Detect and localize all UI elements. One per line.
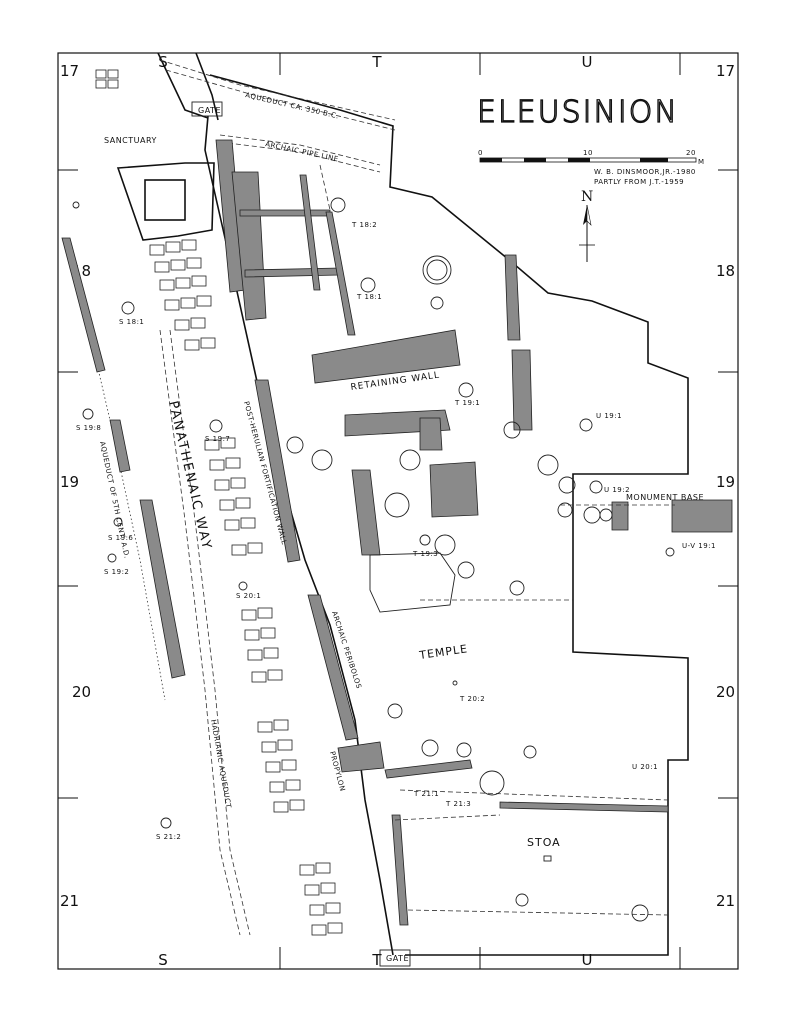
scale-tick-10: 10 xyxy=(583,149,593,157)
western-site-line xyxy=(319,164,331,211)
grid-left-19: 19 xyxy=(60,473,79,491)
marker-t19-3: T 19:3 xyxy=(412,550,438,558)
stoa-south-line xyxy=(407,909,669,916)
scale-bar: 0 10 20 M xyxy=(478,149,705,166)
marker-t19-1: T 19:1 xyxy=(454,399,480,407)
temple-outline xyxy=(369,552,456,613)
propylon-line xyxy=(394,814,501,821)
stoa-north-line xyxy=(399,789,669,801)
map-frame xyxy=(57,52,739,970)
hadrianic-aqueduct-line xyxy=(159,329,241,936)
label-sanctuary: SANCTUARY xyxy=(104,136,157,145)
scale-unit: M xyxy=(698,158,705,166)
hadrianic-aqueduct-line-2 xyxy=(169,329,251,936)
marker-u19-2: U 19:2 xyxy=(604,486,630,494)
marker-t18-1: T 18:1 xyxy=(356,293,382,301)
marker-s19-8: S 19:8 xyxy=(76,424,101,432)
grid-right-19: 19 xyxy=(716,473,735,491)
label-panathenaic-way: PANATHENAIC WAY xyxy=(165,400,214,553)
gate-north-wall xyxy=(157,52,209,119)
label-hadrianic-aqueduct: HADRIANIC AQUEDUCT xyxy=(209,719,233,809)
walls-group xyxy=(61,139,733,926)
grid-top-t: T xyxy=(371,53,382,71)
grid-bottom-s: S xyxy=(158,951,168,969)
marker-s19-6: S 19:6 xyxy=(108,534,133,542)
label-gate-top: GATE xyxy=(198,106,221,115)
marker-circles xyxy=(72,197,675,829)
grid-right-18: 18 xyxy=(716,262,735,280)
marker-t21-1: T 21:1 xyxy=(413,790,439,798)
marker-t18-2: T 18:2 xyxy=(351,221,377,229)
gate-north-wall-2 xyxy=(195,52,219,121)
scale-tick-20: 20 xyxy=(686,149,696,157)
credit-line-2: PARTLY FROM J.T.-1959 xyxy=(594,178,684,186)
scale-tick-0: 0 xyxy=(478,149,483,157)
north-arrow-icon xyxy=(579,204,595,262)
label-stoa: STOA xyxy=(527,836,561,849)
stoa-marker xyxy=(543,855,552,862)
gate-bottom-box xyxy=(379,949,411,967)
marker-u-v19-1: U-V 19:1 xyxy=(682,542,716,550)
grid-top-u: U xyxy=(582,53,593,71)
sanctuary-altar xyxy=(144,179,186,221)
paving-blocks xyxy=(95,69,343,936)
marker-s19-7: S 19:7 xyxy=(205,435,230,443)
label-gate-bottom: GATE xyxy=(386,954,409,963)
sanctuary-precinct xyxy=(116,162,215,241)
label-temple: TEMPLE xyxy=(418,642,469,662)
marker-s19-2: S 19:2 xyxy=(104,568,129,576)
grid-right-20: 20 xyxy=(716,683,735,701)
archaic-pipe-line-2 xyxy=(219,141,381,173)
marker-s21-2: S 21:2 xyxy=(156,833,181,841)
archaic-pipe-line xyxy=(219,134,381,166)
map-title: ELEUSINION xyxy=(477,95,679,130)
credit-line-1: W. B. DINSMOOR,JR.-1980 xyxy=(594,168,696,176)
marker-s18-1: S 18:1 xyxy=(119,318,144,326)
marker-u19-1: U 19:1 xyxy=(596,412,622,420)
site-boundary xyxy=(209,74,689,956)
aqueduct-350bc-line-2 xyxy=(165,69,396,131)
grid-bottom-t: T xyxy=(371,951,382,969)
aqueduct-350bc-line xyxy=(159,59,396,121)
marker-t20-2: T 20:2 xyxy=(459,695,485,703)
label-monument-base: MONUMENT BASE xyxy=(626,493,704,502)
marker-u20-1: U 20:1 xyxy=(632,763,658,771)
gate-top-box xyxy=(191,101,223,117)
cisterns-circles xyxy=(286,255,649,922)
marker-t21-3: T 21:3 xyxy=(445,800,471,808)
marker-s20-1: S 20:1 xyxy=(236,592,261,600)
panathenaic-east-edge xyxy=(204,115,394,956)
north-label: N xyxy=(581,189,593,205)
label-archaic-pipe-line: ARCHAIC PIPE LINE xyxy=(265,140,340,163)
grid-bottom-u: U xyxy=(582,951,593,969)
grid-right-17: 17 xyxy=(716,62,735,80)
grid-ticks xyxy=(58,53,738,969)
grid-left-20: 20 xyxy=(72,683,91,701)
grid-left-17: 17 xyxy=(60,62,79,80)
grid-left-21: 21 xyxy=(60,892,79,910)
grid-right-21: 21 xyxy=(716,892,735,910)
